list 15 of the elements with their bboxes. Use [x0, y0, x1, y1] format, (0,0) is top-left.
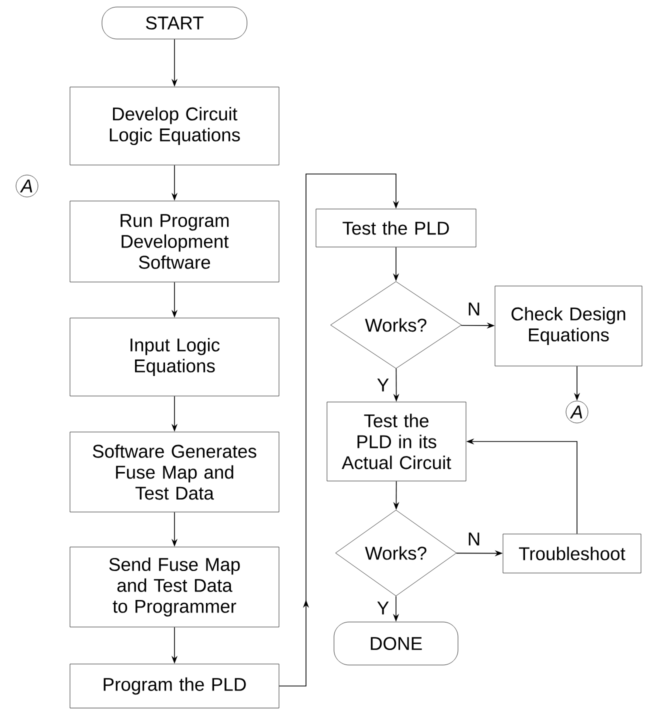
process-box: Test the PLD [316, 208, 476, 248]
edge-label: Y [376, 600, 390, 616]
edge-label: N [466, 532, 482, 546]
edge-label: Y [376, 378, 390, 392]
process-box: Test the PLD in its Actual Circuit [326, 402, 466, 482]
process-box: Troubleshoot [502, 534, 642, 574]
edge-label: N [466, 302, 482, 316]
process-box: Develop Circuit Logic Equations [70, 86, 280, 166]
process-box: Input Logic Equations [70, 318, 280, 396]
process-box: Check Design Equations [494, 286, 642, 366]
arrow [278, 174, 400, 686]
process-box: Software Generates Fuse Map and Test Data [70, 432, 280, 512]
process-box: Run Program Development Software [70, 200, 280, 282]
process-box: Send Fuse Map and Test Data to Programmer [70, 546, 280, 628]
process-box: Program the PLD [70, 664, 280, 708]
